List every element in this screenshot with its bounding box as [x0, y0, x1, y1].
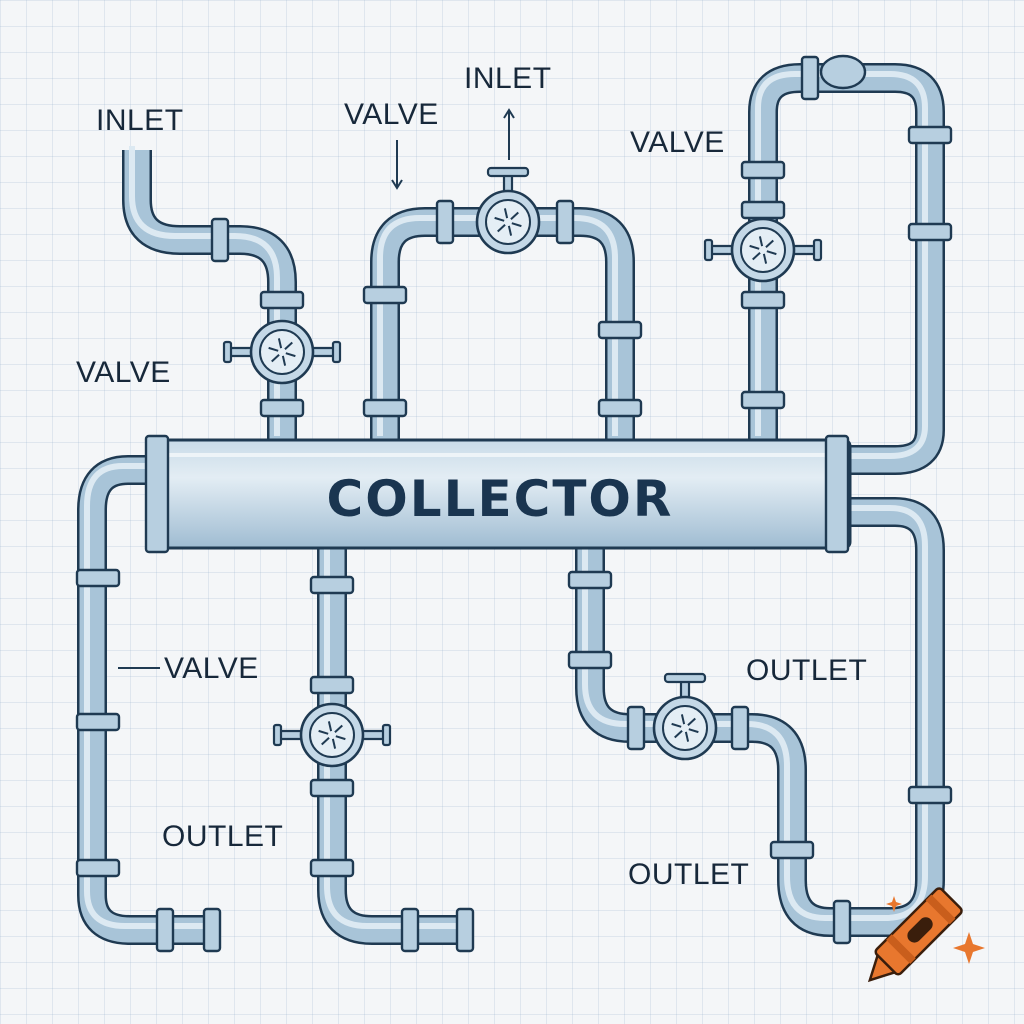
pipe-coupling	[907, 785, 953, 805]
pipe-coupling	[730, 705, 750, 751]
sparkle-icon	[886, 896, 985, 964]
label-inlet-left: INLET	[96, 104, 184, 137]
pipe-coupling	[597, 398, 643, 418]
pipe-coupling	[907, 125, 953, 145]
label-inlet-top: INLET	[464, 62, 552, 95]
pipe-coupling	[435, 199, 455, 245]
pipe-coupling	[309, 778, 355, 798]
pipe-coupling	[75, 858, 121, 878]
pipe-coupling	[832, 899, 852, 945]
label-valve-upper-right: VALVE	[630, 126, 725, 159]
pipe-coupling	[202, 907, 222, 953]
pipe-couplings	[75, 54, 953, 953]
pipe-coupling	[259, 398, 305, 418]
label-outlet-right-lower: OUTLET	[628, 858, 750, 891]
pipe-coupling	[907, 222, 953, 242]
collector-cap-left	[144, 434, 170, 554]
pipe-network	[77, 63, 945, 945]
valves	[222, 166, 823, 768]
pipe-coupling	[455, 907, 475, 953]
pipe-coupling	[309, 675, 355, 695]
pipe-coupling	[75, 568, 121, 588]
pipe-coupling	[309, 858, 355, 878]
pipe-coupling	[567, 650, 613, 670]
pipe-coupling	[597, 320, 643, 340]
pipe-coupling	[75, 712, 121, 732]
collector-body	[144, 434, 852, 554]
collector-title: COLLECTOR	[326, 470, 674, 528]
crayon-logo-icon	[867, 887, 963, 983]
pipe-coupling	[567, 570, 613, 590]
pipe-mid-outlet	[317, 544, 470, 945]
pipe-right-riser	[748, 63, 945, 475]
label-outlet-left: OUTLET	[162, 820, 284, 853]
pipe-coupling	[740, 290, 786, 310]
pipe-coupling	[400, 907, 420, 953]
pipe-coupling	[309, 575, 355, 595]
pipe-coupling	[740, 160, 786, 180]
pipe-coupling	[210, 217, 230, 263]
valve-icon	[652, 672, 718, 761]
collector-cap-right	[824, 434, 850, 554]
pipe-left-elbow	[77, 455, 215, 945]
label-valve-lower-left: VALVE	[164, 652, 259, 685]
label-outlet-right-upper: OUTLET	[746, 654, 868, 687]
pipe-coupling	[769, 840, 815, 860]
pipe-coupling	[740, 390, 786, 410]
pipe-coupling	[362, 285, 408, 305]
pipe-inlet-left	[122, 146, 297, 440]
valve-icon	[703, 217, 823, 283]
pipe-fitting	[819, 54, 867, 90]
label-arrows	[118, 108, 515, 669]
pipe-coupling	[155, 907, 175, 953]
pipe-coupling	[800, 55, 820, 101]
label-valve-mid-left: VALVE	[76, 356, 171, 389]
pipe-coupling	[555, 199, 575, 245]
pipe-coupling	[740, 200, 786, 220]
valve-icon	[222, 319, 342, 385]
pipe-right-outlet	[575, 497, 945, 937]
pipe-coupling	[259, 290, 305, 310]
valve-icon	[475, 166, 541, 255]
pipe-coupling	[626, 705, 646, 751]
label-valve-upper-left: VALVE	[344, 98, 439, 131]
pipe-coupling	[362, 398, 408, 418]
valve-icon	[272, 702, 392, 768]
